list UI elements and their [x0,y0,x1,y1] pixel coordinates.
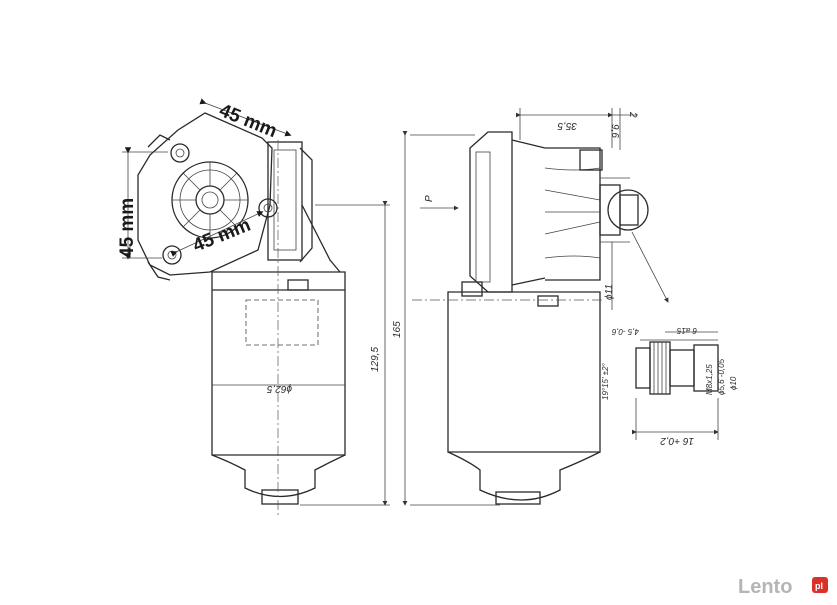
dim-diameter-62-5: ϕ62,5 [267,383,292,394]
dim-35-5: 35,5 [557,120,577,131]
dim-5-6: ϕ5,6 -0,05 [717,358,726,395]
dim-4-5: 4,5 -0,6 [611,327,639,336]
dim-16: 16 +0,2 [660,435,694,446]
watermark-badge-bg [812,577,828,593]
dim-165: 165 [392,321,403,338]
dim-6-a15: 6 a15 [676,326,697,335]
watermark-badge: pl [815,581,823,591]
shaft-detail-view: 6 a15 4,5 -0,6 19°15' ±2° M8x1,25 ϕ5,6 -… [601,326,738,446]
dim-diameter-11: ϕ11 [604,284,615,300]
annotation-top-45mm: 45 mm [216,100,280,142]
dim-m8: M8x1,25 [705,364,714,395]
dim-2: 2 [627,111,638,118]
label-p: P [424,195,435,202]
side-view: 35,5 2 9,6 ϕ11 P [410,108,669,506]
annotation-diagonal-45mm: 45 mm [190,215,254,257]
dim-129-5: 129,5 [370,347,381,372]
dim-9-6: 9,6 [609,124,620,138]
front-view: ϕ62,5 129,5 165 45 mm 45 mm 45 mm [117,98,408,515]
dim-19-15: 19°15' ±2° [601,362,610,400]
watermark-brand: Lento [738,576,792,598]
watermark: Lento pl [738,576,828,598]
annotation-left-45mm: 45 mm [117,198,138,258]
dim-diameter-10: ϕ10 [729,376,738,390]
